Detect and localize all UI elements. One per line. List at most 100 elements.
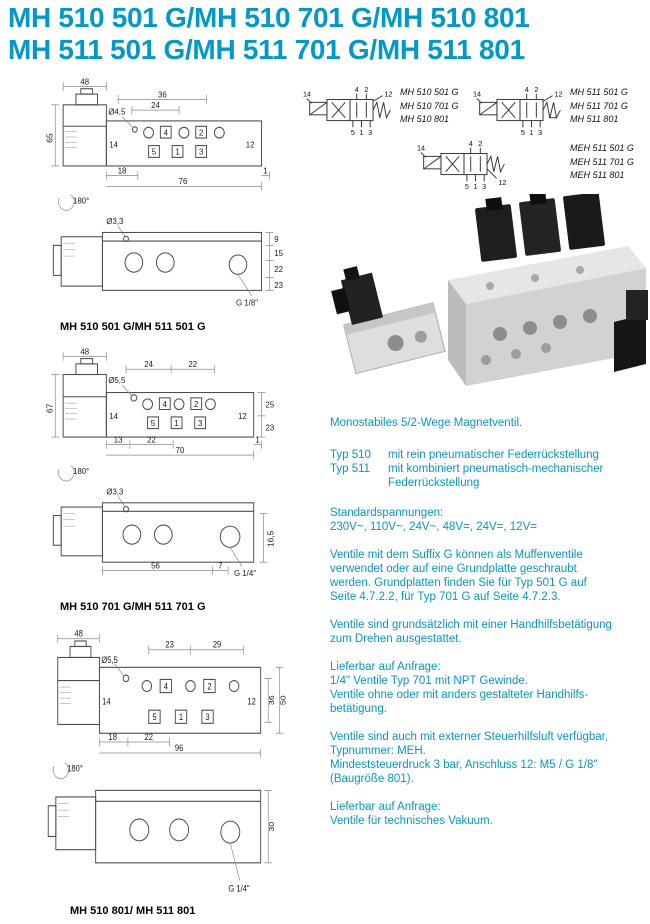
dim-label: 48: [80, 78, 89, 87]
dim-label: 18: [118, 166, 127, 175]
dim-label: 23: [265, 423, 274, 432]
symbol-meh511: 14 4 2 5 1 3 12: [417, 140, 507, 190]
title-line-1: MH 510 501 G/MH 510 701 G/MH 510 801: [8, 2, 530, 33]
dim-label: 29: [213, 640, 222, 650]
manifold-photo: [448, 191, 648, 386]
dim-label: 76: [179, 177, 188, 186]
port-label: 5: [152, 713, 157, 723]
rotation-label: 180°: [73, 467, 89, 476]
port-label: 12: [246, 140, 255, 149]
port-label: 1: [474, 182, 478, 190]
dim-label: 23: [165, 640, 174, 650]
port-label: 4: [469, 140, 473, 148]
rotation-label: 180°: [73, 196, 89, 205]
dim-label: 15: [274, 249, 283, 258]
dim-label: Ø5,5: [101, 655, 118, 665]
dim-label: 22: [147, 435, 156, 444]
drawing-501-svg: 48 36 24 Ø4,5 4 2 14 12 5 1 3 65 18 76: [46, 77, 284, 307]
text-line: Seite 4.7.2.2, für Typ 701 G auf Seite 4…: [330, 591, 561, 603]
port-label: 12: [499, 178, 507, 187]
circuit-symbols: 14 4 2 5 1 3 12 MH 510 501 G MH 510 701 …: [296, 84, 650, 194]
drawing-caption-701: MH 510 701 G/MH 511 701 G: [60, 601, 206, 613]
dim-label: 22: [274, 265, 283, 274]
dim-label: 22: [188, 360, 197, 369]
dim-label: 50: [279, 695, 287, 705]
port-label: 5: [152, 147, 157, 156]
text-line: Monostabiles 5/2-Wege Magnetventil.: [330, 417, 523, 429]
dim-label: 23: [274, 281, 283, 290]
product-photo-svg: [331, 191, 648, 386]
voltages-value: 230V~, 110V~, 24V~, 48V=, 24V=, 12V=: [330, 521, 537, 533]
dim-label: Ø3,3: [106, 487, 123, 496]
page-title: MH 510 501 G/MH 510 701 G/MH 510 801 MH …: [8, 2, 530, 65]
text-line: werden. Grundplatten finden Sie für Typ …: [330, 577, 587, 589]
thread-label: G 1/8": [236, 298, 258, 307]
dim-label: 67: [46, 403, 55, 413]
intro-text: Monostabiles 5/2-Wege Magnetventil.: [330, 416, 646, 430]
port-label: 1: [360, 128, 364, 136]
port-label: 4: [164, 682, 169, 692]
drawing-caption-801: MH 510 801/ MH 511 801: [70, 905, 196, 917]
symbol-labels-mh511: MH 511 501 G MH 511 701 G MH 511 801: [570, 86, 628, 127]
text-line: Lieferbar auf Anfrage:: [330, 801, 441, 813]
port-label: 2: [194, 400, 199, 409]
model-label: MEH 511 801: [570, 170, 625, 180]
model-label: MH 511 801: [570, 114, 619, 124]
port-label: 2: [478, 140, 482, 148]
drawing-801-svg: 48 23 29 Ø5,5 4 2 14 12 5 1 3 36 50: [47, 629, 287, 894]
type-list: Typ 510 mit rein pneumatischer Federrück…: [330, 448, 646, 490]
text-line: Ventile mit dem Suffix G können als Muff…: [330, 549, 583, 561]
port-label: 4: [164, 128, 169, 137]
port-label: 2: [207, 682, 212, 692]
model-label: MH 511 501 G: [570, 87, 628, 97]
typ-511-label: Typ 511: [330, 463, 371, 475]
port-label: 14: [417, 144, 425, 153]
dim-label: 24: [151, 101, 160, 110]
product-photo: [330, 191, 648, 408]
port-label: 3: [198, 419, 203, 428]
description: Monostabiles 5/2-Wege Magnetventil. Typ …: [330, 416, 646, 842]
port-label: 3: [205, 713, 210, 723]
port-label: 14: [473, 90, 481, 99]
dim-label: 36: [158, 90, 167, 99]
dim-label: 16,5: [267, 530, 276, 547]
text-line: (Baugröße 801).: [330, 773, 414, 785]
dim-label: Ø3,3: [106, 217, 123, 226]
port-label: 2: [534, 86, 538, 94]
lieferbar-1: Lieferbar auf Anfrage: 1/4" Ventile Typ …: [330, 660, 646, 716]
dim-label: 36: [267, 695, 275, 705]
text-line: Mindeststeuerdruck 3 bar, Anschluss 12: …: [330, 759, 598, 771]
port-label: 4: [163, 400, 168, 409]
drawing-figure-801: 48 23 29 Ø5,5 4 2 14 12 5 1 3 36 50: [16, 629, 291, 917]
port-label: 3: [482, 182, 486, 190]
port-label: 2: [199, 128, 204, 137]
symbol-labels-mh510: MH 510 501 G MH 510 701 G MH 510 801: [400, 86, 459, 127]
text-line: Ventile ohne oder mit anders gestalteter…: [330, 689, 589, 701]
single-valve-photo: [331, 266, 446, 375]
text-line: Ventile für technisches Vakuum.: [330, 815, 493, 827]
model-label: MEH 511 501 G: [570, 143, 634, 153]
dim-label: 24: [144, 360, 153, 369]
rotation-label: 180°: [67, 764, 83, 774]
port-label: 5: [151, 419, 156, 428]
text-line: Typnummer: MEH.: [330, 745, 426, 757]
text-line: zum Drehen ausgestattet.: [330, 633, 462, 645]
port-label: 14: [102, 697, 111, 707]
model-label: MH 511 701 G: [570, 100, 628, 111]
port-label: 3: [199, 147, 204, 156]
thread-label: G 1/4": [234, 569, 256, 578]
dim-label: Ø5,5: [108, 376, 125, 385]
port-label: 4: [355, 86, 359, 94]
dim-label: 48: [74, 630, 83, 639]
drawing-caption-501: MH 510 501 G/MH 511 501 G: [60, 321, 206, 333]
port-label: 1: [175, 147, 180, 156]
text-line: Ventile sind grundsätzlich mit einer Han…: [330, 619, 612, 631]
text-line: Lieferbar auf Anfrage:: [330, 661, 441, 673]
typ-510-text: mit rein pneumatischer Federrückstellung: [388, 449, 599, 461]
drawing-701-svg: 48 24 22 Ø5,5 4 2 14 12 5 1 3 67 25 23: [46, 347, 276, 578]
typ-511-row: Typ 511 mit kombiniert pneumatisch-mecha…: [330, 462, 646, 490]
para-extern: Ventile sind auch mit externer Steuerhil…: [330, 730, 646, 786]
port-label: 12: [385, 90, 393, 99]
typ-511-text: mit kombiniert pneumatisch-mechanischer …: [388, 462, 603, 490]
